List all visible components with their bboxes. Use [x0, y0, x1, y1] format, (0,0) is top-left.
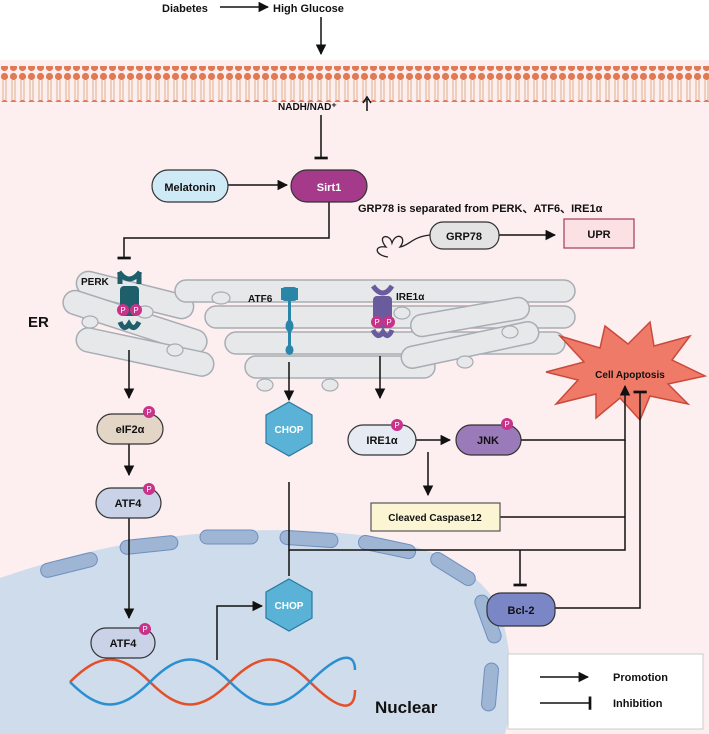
upr-node [563, 218, 635, 249]
phospho-label: P [394, 421, 399, 430]
cell-apoptosis-label: Cell Apoptosis [595, 370, 665, 381]
melatonin-node [151, 169, 229, 203]
atf6-label: ATF6 [248, 294, 273, 305]
sirt1-node [290, 169, 368, 203]
sirt1-label: Sirt1 [317, 182, 341, 194]
dna-helix [69, 656, 357, 707]
nuclear-label: Nuclear [375, 698, 438, 717]
grp78-coil [376, 234, 431, 258]
eif2a-label: eIF2α [116, 424, 145, 436]
atf4-nuclear-node [90, 627, 156, 659]
atf4-nuclear-label: ATF4 [110, 638, 138, 650]
atf4-label: ATF4 [115, 498, 143, 510]
upr-label: UPR [587, 229, 610, 241]
chop-node [265, 401, 313, 457]
chop-label: CHOP [275, 425, 304, 436]
bcl2-label: Bcl-2 [508, 605, 535, 617]
legend-promotion-label: Promotion [613, 672, 668, 684]
perk-label: PERK [81, 277, 110, 288]
jnk-node [455, 424, 522, 456]
ire1a-node [347, 424, 417, 456]
ire1a-receptor-label: IRE1α [396, 292, 425, 303]
ire1a-label: IRE1α [366, 435, 397, 447]
bcl2-node [486, 592, 556, 627]
nucleus [0, 530, 512, 734]
phospho-label: P [504, 420, 509, 429]
jnk-label: JNK [477, 435, 499, 447]
nuclear-envelope [40, 529, 502, 712]
grp78-separation-label: GRP78 is separated from PERK、ATF6、IRE1α [358, 203, 603, 215]
cell-apoptosis-burst [545, 320, 708, 422]
phospho-label: P [374, 318, 379, 327]
phospho-label: P [386, 318, 391, 327]
chop-nuclear-label: CHOP [275, 601, 304, 612]
er-vesicles [81, 291, 519, 392]
connectors [117, 1, 647, 660]
grp78-label: GRP78 [446, 231, 482, 243]
increase-arrow-icon [362, 95, 372, 111]
phospho-badges: P P P P P P P P P [117, 304, 513, 635]
legend [507, 653, 704, 730]
cleaved-caspase12-label: Cleaved Caspase12 [388, 513, 482, 524]
cleaved-caspase12-node [370, 502, 501, 532]
phospho-label: P [120, 306, 125, 315]
phospho-label: P [142, 625, 147, 634]
high-glucose-label: High Glucose [273, 3, 344, 15]
phospho-label: P [146, 408, 151, 417]
diabetes-label: Diabetes [162, 3, 208, 15]
melatonin-label: Melatonin [164, 182, 216, 194]
phospho-label: P [146, 485, 151, 494]
chop-nuclear-node [265, 578, 313, 632]
atf4-node [95, 487, 162, 519]
atf6-receptor [281, 287, 298, 355]
cell-membrane [0, 66, 709, 102]
nadh-nad-label: NADH/NAD⁺ [278, 102, 337, 113]
eif2a-node [96, 413, 164, 445]
extracellular-background [0, 0, 709, 60]
er-label: ER [28, 314, 49, 331]
phospho-label: P [133, 306, 138, 315]
legend-inhibition-label: Inhibition [613, 698, 663, 710]
